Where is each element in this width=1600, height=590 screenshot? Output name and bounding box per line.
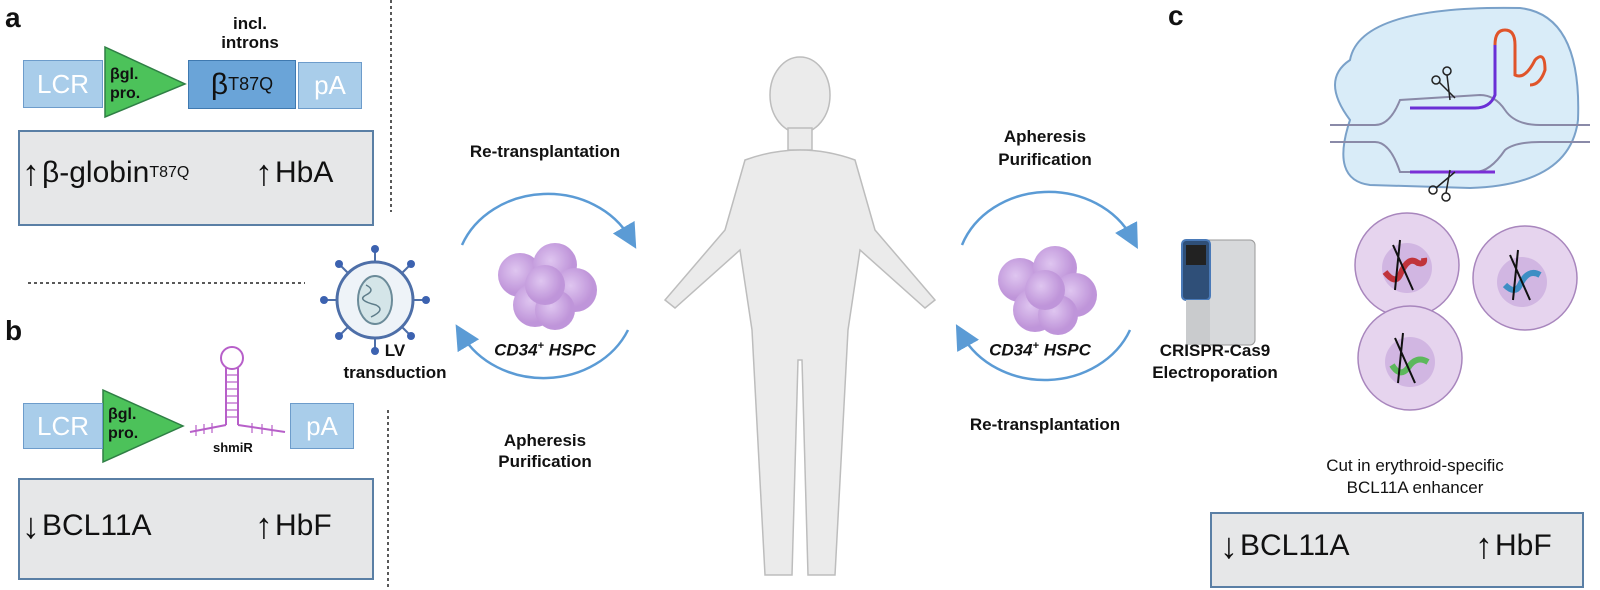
down-arrow-icon: ↓	[22, 505, 40, 546]
up-arrow-icon: ↑	[1475, 525, 1493, 566]
promoter-line2: pro.	[108, 425, 139, 442]
crispr-cas9-complex-icon	[1330, 6, 1590, 190]
cd34-sup: +	[1032, 340, 1039, 352]
pa-box-a: pA	[298, 62, 362, 109]
outcome-text: HbA	[275, 156, 334, 189]
hspc-cluster-left	[498, 243, 597, 330]
up-arrow-icon: ↑	[255, 152, 273, 193]
promoter-triangle-a	[104, 45, 187, 119]
promoter-line1: βgl.	[110, 66, 139, 83]
outcome-bcl11a-c: ↓BCL11A	[1220, 528, 1350, 564]
promoter-line2: pro.	[110, 85, 141, 102]
hspc-label-left: CD34+ HSPC	[470, 340, 620, 361]
gene-symbol: β	[210, 67, 229, 101]
cycle-arrow-apheresis-left	[455, 324, 630, 380]
apheresis-line2: Purification	[498, 452, 592, 471]
promoter-label-a: βgl. pro.	[110, 65, 140, 103]
lv-transduction-label: LV transduction	[340, 340, 450, 384]
shmir-label: shmiR	[213, 440, 253, 455]
apheresis-line1: Apheresis	[1003, 127, 1087, 146]
lcr-box-a: LCR	[23, 60, 103, 108]
retransplantation-label-left: Re-transplantation	[469, 142, 621, 161]
outcome-box-c	[1210, 512, 1584, 588]
outcome-bcl11a-b: ↓BCL11A	[22, 508, 152, 544]
outcome-text: BCL11A	[1240, 529, 1350, 562]
hspc-label-right: CD34+ HSPC	[955, 340, 1125, 361]
lentivirus-icon	[320, 245, 430, 355]
caption-line1: Cut in erythroid-specific	[1326, 456, 1504, 475]
cd34-sup: +	[537, 340, 544, 352]
promoter-label-b: βgl. pro.	[108, 405, 138, 443]
outcome-text: HbF	[1495, 529, 1552, 562]
outcome-text: HbF	[275, 509, 332, 542]
edited-cell-green	[1357, 305, 1463, 411]
device-line1: CRISPR-Cas9	[1159, 341, 1271, 360]
panel-label-c: c	[1168, 0, 1184, 31]
up-arrow-icon: ↑	[255, 505, 273, 546]
caption-line2: BCL11A enhancer	[1346, 478, 1484, 497]
shmir-hairpin-icon	[189, 346, 286, 436]
edited-cell-blue	[1472, 225, 1578, 331]
lv-line2: transduction	[343, 363, 447, 382]
lv-line1: LV	[384, 341, 406, 360]
up-arrow-icon: ↑	[22, 152, 40, 193]
hspc-text: HSPC	[543, 340, 596, 360]
cycle-arrow-retransplantation-right	[955, 324, 1132, 382]
lcr-box-b: LCR	[23, 403, 103, 449]
outcome-hba: ↑HbA	[255, 155, 333, 191]
cd34-text: CD34	[494, 340, 538, 360]
cycle-arrow-retransplantation-left	[460, 192, 637, 249]
introns-label: incl.introns	[205, 14, 295, 52]
human-body-icon	[663, 56, 937, 576]
introns-line1: incl.	[232, 14, 267, 33]
pa-box-b: pA	[290, 403, 354, 449]
hspc-cluster-right	[998, 246, 1097, 335]
outcome-box-b	[18, 478, 374, 580]
cycle-arrow-apheresis-right	[960, 190, 1138, 250]
device-line2: Electroporation	[1152, 363, 1278, 382]
down-arrow-icon: ↓	[1220, 525, 1238, 566]
apheresis-line2: Purification	[998, 150, 1092, 169]
outcome-hbf-b: ↑HbF	[255, 508, 332, 544]
outcome-text: BCL11A	[42, 509, 152, 542]
outcome-superscript: T87Q	[149, 164, 190, 181]
panel-label-a: a	[5, 2, 21, 33]
edited-cell-red	[1354, 212, 1460, 318]
electroporation-device-icon	[1181, 239, 1256, 346]
panel-label-b: b	[5, 315, 23, 346]
apheresis-line1: Apheresis	[503, 431, 587, 450]
hspc-text: HSPC	[1038, 340, 1091, 360]
introns-line2: introns	[221, 33, 279, 52]
promoter-triangle-b	[102, 388, 185, 464]
outcome-text: β-globin	[42, 156, 150, 189]
cd34-text: CD34	[989, 340, 1033, 360]
scissors-icon	[1428, 66, 1456, 202]
outcome-hbf-c: ↑HbF	[1475, 528, 1552, 564]
retransplantation-label-right: Re-transplantation	[969, 415, 1121, 434]
gene-superscript: T87Q	[228, 74, 274, 94]
outcome-box-a	[18, 130, 374, 226]
promoter-line1: βgl.	[108, 406, 137, 423]
